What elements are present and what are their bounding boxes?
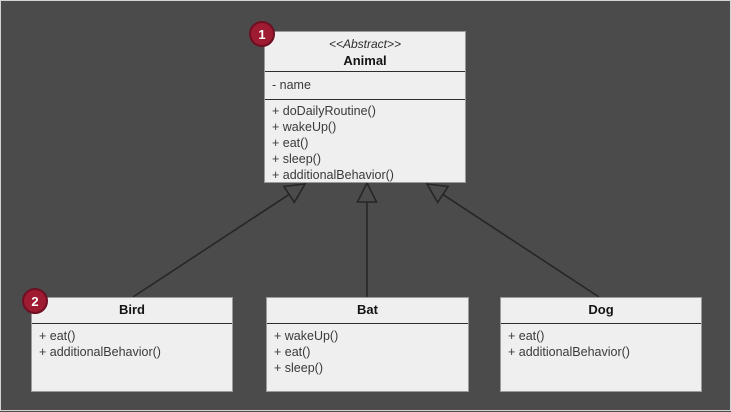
- inheritance-arrowhead: [425, 183, 450, 204]
- class-name: Dog: [588, 302, 614, 317]
- method-line: + eat(): [508, 329, 545, 343]
- attributes-compartment: - name: [265, 71, 465, 99]
- class-node-bat[interactable]: Bat + wakeUp() + eat() + sleep(): [266, 297, 469, 392]
- method-line: + doDailyRoutine(): [272, 104, 376, 118]
- method-line: + sleep(): [272, 152, 321, 166]
- inheritance-arrowhead: [282, 183, 307, 204]
- inheritance-arrowhead: [356, 181, 378, 203]
- class-node-bird[interactable]: Bird + eat() + additionalBehavior(): [31, 297, 233, 392]
- methods-compartment: + doDailyRoutine() + wakeUp() + eat() + …: [265, 99, 465, 183]
- annotation-badge-2: 2: [22, 288, 48, 314]
- method-line: + wakeUp(): [272, 120, 337, 134]
- method-line: + eat(): [39, 329, 76, 343]
- method-line: + wakeUp(): [274, 329, 339, 343]
- method-line: + additionalBehavior(): [508, 345, 630, 359]
- class-name: Bird: [119, 302, 145, 317]
- connector-dog-to-animal[interactable]: [425, 183, 600, 298]
- annotation-badge-1: 1: [249, 21, 275, 47]
- methods-compartment: + eat() + additionalBehavior(): [32, 323, 232, 360]
- connector-bat-to-animal[interactable]: [356, 181, 378, 297]
- attribute-line: - name: [272, 78, 311, 92]
- class-name: Animal: [343, 53, 387, 68]
- method-line: + sleep(): [274, 361, 323, 375]
- method-line: + additionalBehavior(): [272, 168, 394, 182]
- class-header: <<Abstract>> Animal: [265, 32, 465, 71]
- method-line: + additionalBehavior(): [39, 345, 161, 359]
- method-line: + eat(): [272, 136, 309, 150]
- methods-compartment: + wakeUp() + eat() + sleep(): [267, 323, 468, 376]
- class-node-dog[interactable]: Dog + eat() + additionalBehavior(): [500, 297, 702, 392]
- class-name: Bat: [357, 302, 378, 317]
- methods-compartment: + eat() + additionalBehavior(): [501, 323, 701, 360]
- connector-bird-to-animal[interactable]: [132, 183, 307, 298]
- class-node-animal[interactable]: <<Abstract>> Animal - name + doDailyRout…: [264, 31, 466, 183]
- method-line: + eat(): [274, 345, 311, 359]
- stereotype-label: <<Abstract>>: [328, 37, 402, 51]
